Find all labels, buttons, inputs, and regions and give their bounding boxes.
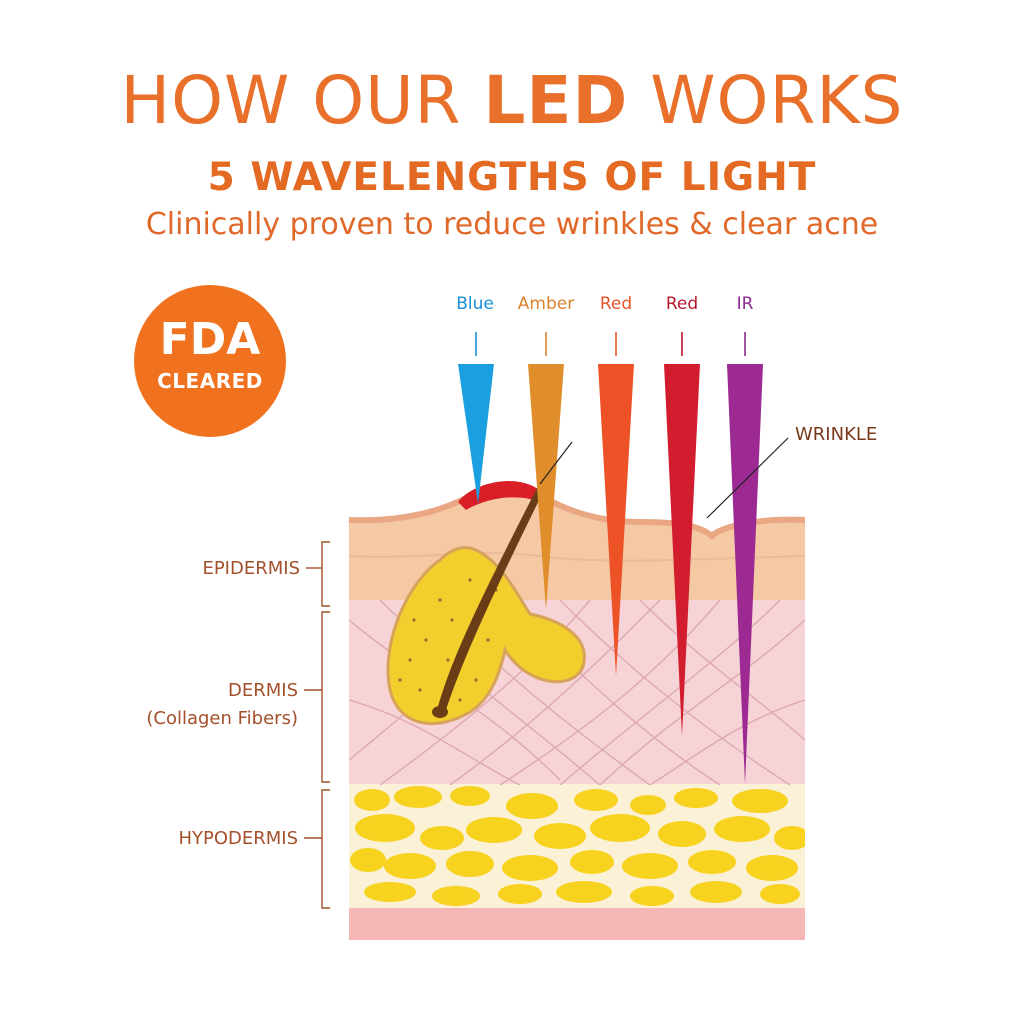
blue-beam — [458, 364, 494, 504]
hair-shaft — [436, 482, 546, 716]
light-beams — [458, 332, 763, 784]
wavelength-label-red-1: Red — [599, 294, 633, 314]
red-1-beam — [598, 364, 634, 676]
subtitle: 5 WAVELENGTHS OF LIGHT — [207, 155, 817, 200]
tagline: Clinically proven to reduce wrinkles & c… — [145, 207, 879, 242]
deep-tissue-layer — [349, 908, 805, 940]
ir-beam — [727, 364, 763, 784]
skin-surface — [348, 485, 806, 541]
wrinkle-pointer-line — [706, 437, 789, 519]
hypodermis-label: HYPODERMIS — [178, 828, 298, 849]
fat-cells — [350, 786, 805, 906]
amber-beam — [528, 364, 564, 610]
red-2-beam — [664, 364, 700, 736]
title-emphasis: LED — [483, 62, 629, 139]
hair-pointer-line — [539, 441, 573, 485]
fda-cleared-badge: FDA CLEARED — [134, 285, 286, 437]
hair-bulb — [432, 706, 448, 718]
dermis-note-label: (Collagen Fibers) — [146, 708, 298, 729]
wavelength-label-blue: Blue — [456, 294, 494, 314]
wavelength-label-amber: Amber — [517, 294, 575, 314]
wrinkle-label: WRINKLE — [795, 424, 878, 445]
badge-fda-text: FDA — [159, 314, 261, 365]
wavelength-label-ir: IR — [736, 294, 754, 314]
epidermis-label: EPIDERMIS — [202, 558, 300, 579]
wavelength-label-red-2: Red — [665, 294, 699, 314]
badge-cleared-text: CLEARED — [157, 369, 263, 393]
layer-brackets — [304, 541, 330, 909]
page-title: HOW OUR LED WORKS — [120, 62, 904, 139]
dermis-label: DERMIS — [227, 680, 298, 701]
gland-dots — [398, 578, 498, 714]
